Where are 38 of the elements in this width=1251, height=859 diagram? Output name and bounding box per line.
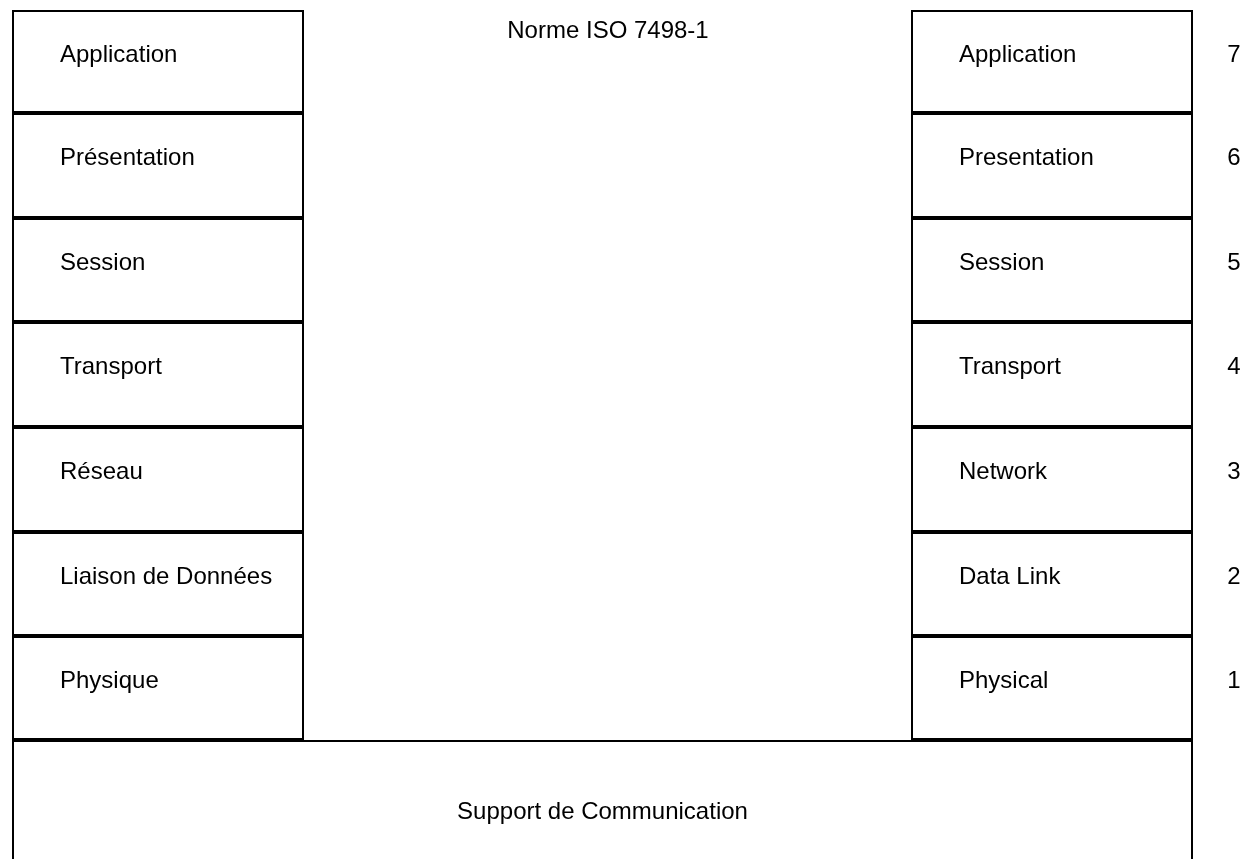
layer-name: Liaison de Données bbox=[60, 562, 273, 590]
layer-name: Transport bbox=[60, 352, 162, 380]
layer-box bbox=[911, 532, 1193, 636]
layer-box bbox=[12, 740, 1193, 859]
layer-number: 4 bbox=[1226, 352, 1242, 380]
layer-number: 7 bbox=[1226, 40, 1242, 68]
layer-name: Data Link bbox=[959, 562, 1061, 590]
layer-box bbox=[12, 322, 304, 427]
layer-box bbox=[12, 636, 304, 740]
layer-name: Transport bbox=[959, 352, 1061, 380]
layer-name: Application bbox=[959, 40, 1077, 68]
layer-name: Session bbox=[60, 248, 146, 276]
layer-name: Network bbox=[959, 457, 1048, 485]
layer-box bbox=[12, 532, 304, 636]
layer-number: 6 bbox=[1226, 143, 1242, 171]
layer-name: Support de Communication bbox=[457, 797, 748, 825]
layer-box bbox=[911, 10, 1193, 113]
layer-name: Réseau bbox=[60, 457, 143, 485]
layer-number: 3 bbox=[1226, 457, 1242, 485]
layer-name: Session bbox=[959, 248, 1045, 276]
layer-name: Physical bbox=[959, 666, 1049, 694]
layer-box bbox=[911, 113, 1193, 218]
layer-box bbox=[12, 10, 304, 113]
layer-number: 2 bbox=[1226, 562, 1242, 590]
layer-name: Physique bbox=[60, 666, 159, 694]
layer-box bbox=[12, 218, 304, 322]
layer-number: 1 bbox=[1226, 666, 1242, 694]
layer-box bbox=[12, 113, 304, 218]
layer-box bbox=[12, 427, 304, 532]
layer-box bbox=[911, 322, 1193, 427]
layer-name: Application bbox=[60, 40, 178, 68]
layer-name: Présentation bbox=[60, 143, 195, 171]
layer-box bbox=[911, 427, 1193, 532]
layer-name: Presentation bbox=[959, 143, 1094, 171]
title: Norme ISO 7498-1 bbox=[506, 16, 710, 44]
layer-number: 5 bbox=[1226, 248, 1242, 276]
layer-box bbox=[911, 218, 1193, 322]
layer-box bbox=[911, 636, 1193, 740]
